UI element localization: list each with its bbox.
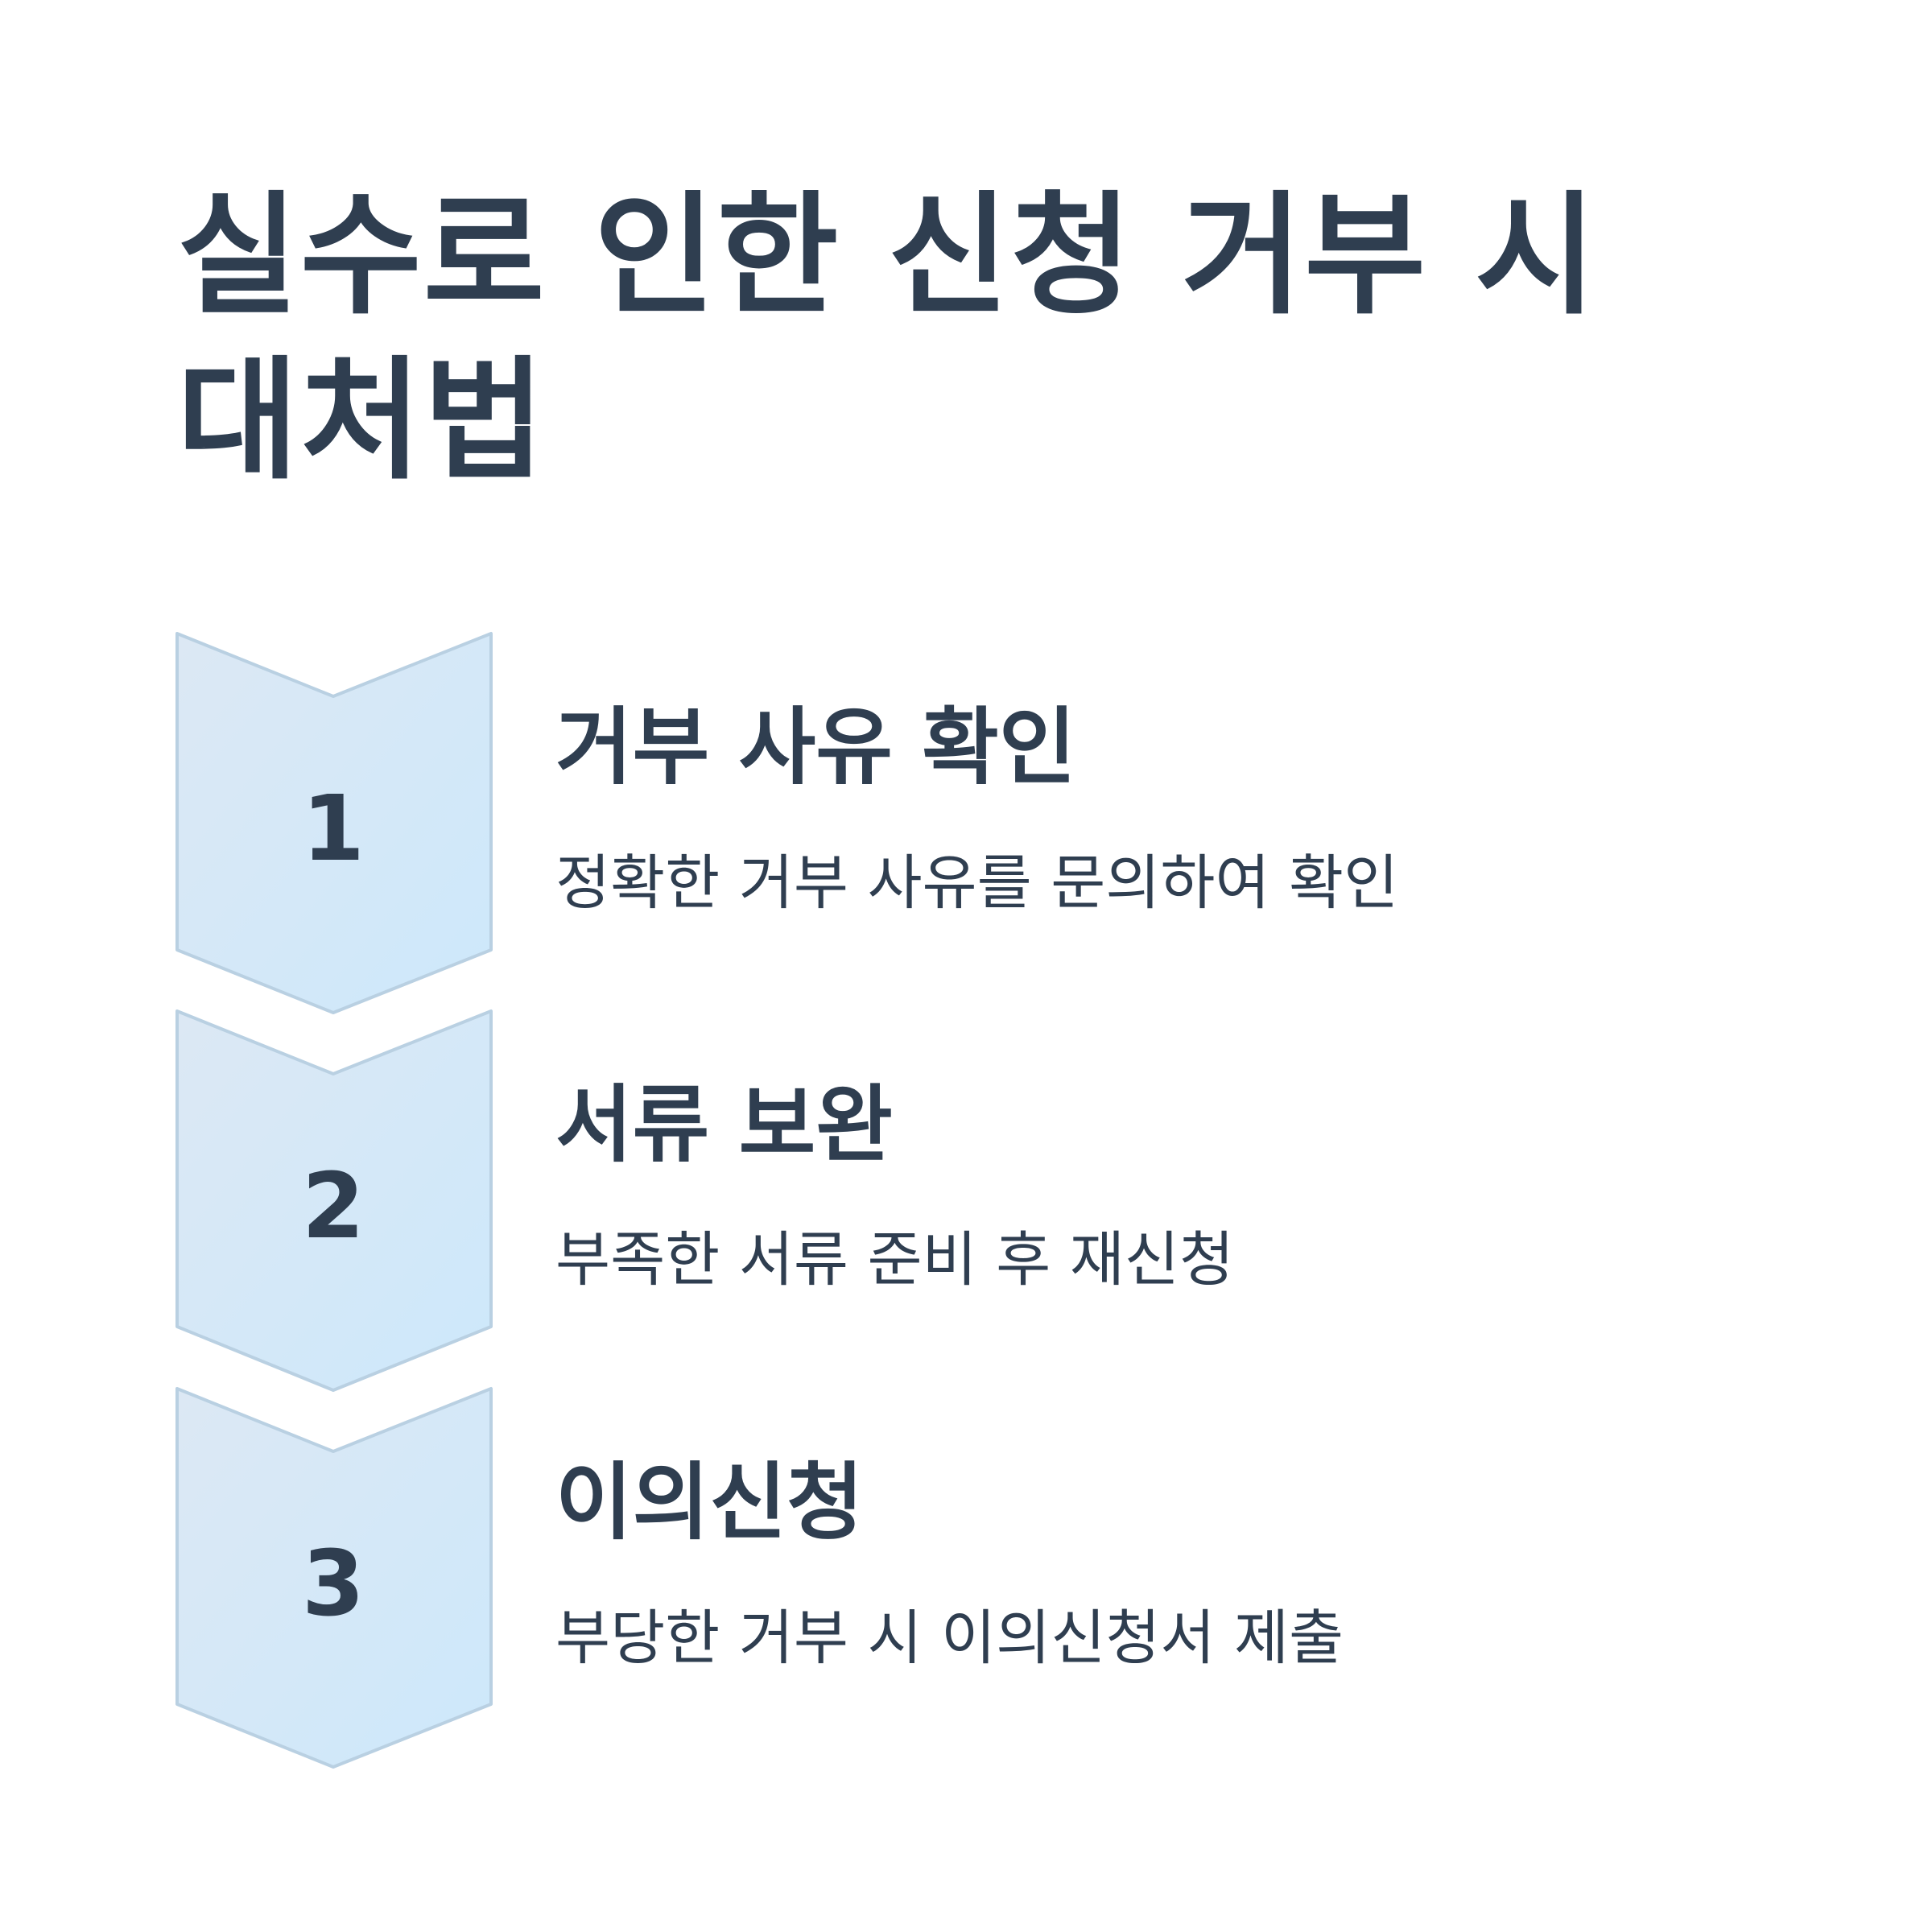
step-number-2: 2 — [302, 1154, 365, 1259]
step-2-title: 서류 보완 — [555, 1075, 893, 1174]
step-3-chevron: 3 — [175, 1387, 493, 1769]
step-3-description: 부당한 거부 시 이의신청서 제출 — [555, 1604, 1344, 1673]
chevron-shape-2 — [175, 1009, 493, 1392]
step-2-description: 부족한 서류 준비 후 재신청 — [555, 1225, 1234, 1294]
step-1-chevron: 1 — [175, 632, 493, 1014]
step-number-3: 3 — [302, 1532, 365, 1637]
chevron-shape-1 — [175, 632, 493, 1014]
chevron-shape-3 — [175, 1387, 493, 1769]
step-1-description: 정확한 거부 사유를 문의하여 확인 — [555, 848, 1399, 918]
step-number-1: 1 — [302, 777, 365, 881]
page-title: 실수로 인한 신청 거부 시 대처법 — [177, 179, 1599, 497]
step-1-title: 거부 사유 확인 — [555, 698, 1076, 796]
step-2-chevron: 2 — [175, 1009, 493, 1392]
step-3-title: 이의신청 — [555, 1453, 864, 1551]
